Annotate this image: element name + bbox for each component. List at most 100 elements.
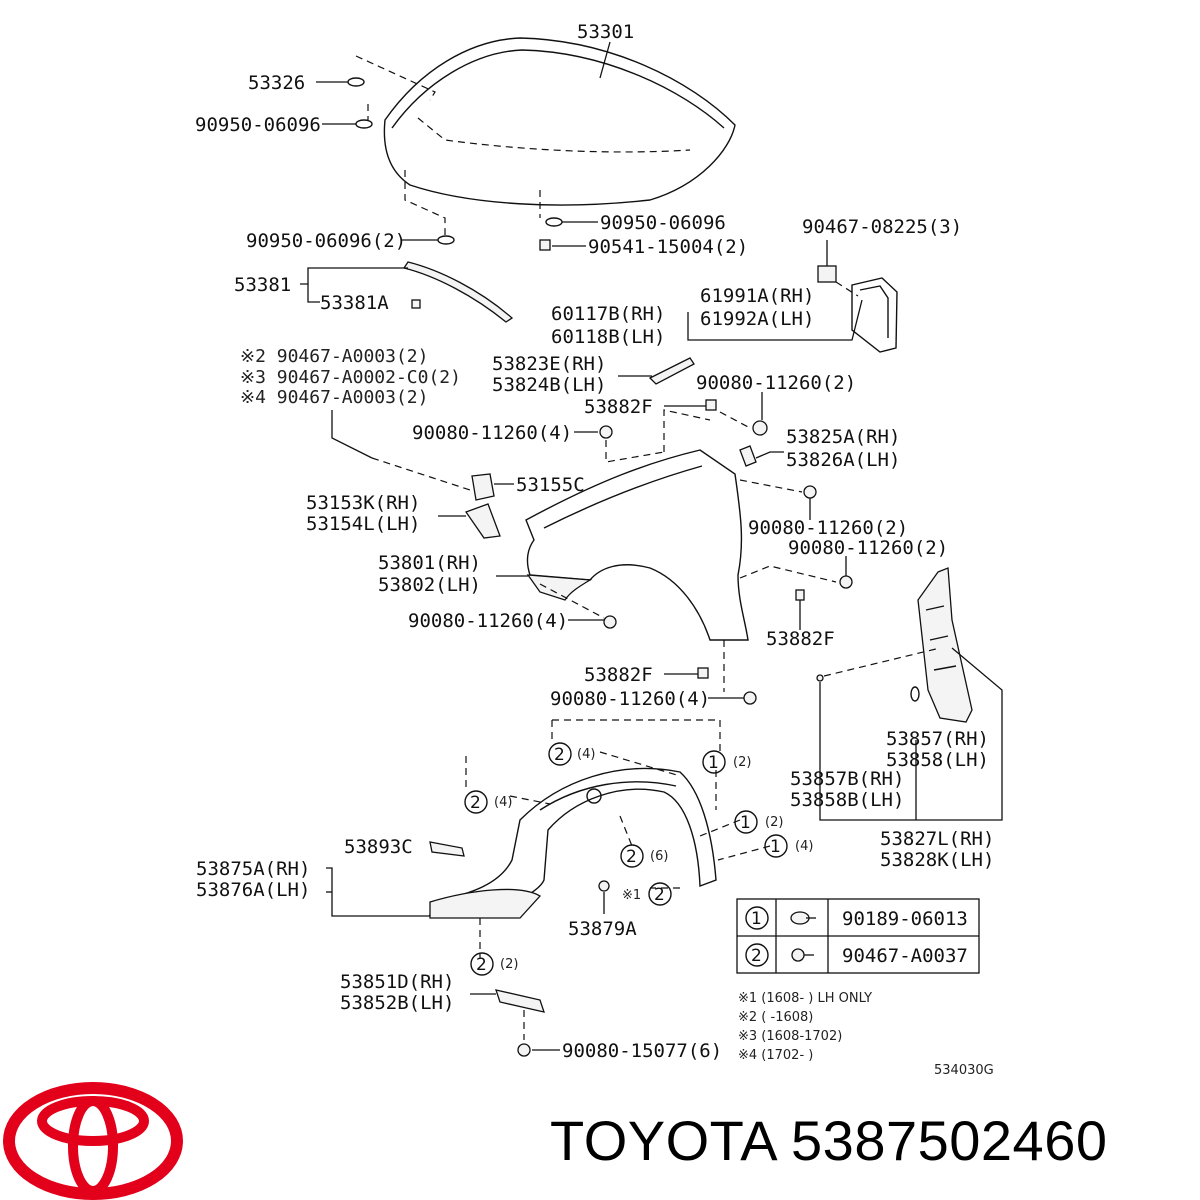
label-bolt-90080-f: 90080-11260(4) [550, 688, 710, 710]
label-bolt-90080-15077: 90080-15077(6) [562, 1040, 722, 1062]
front-fender [525, 449, 749, 641]
label-seal-53858b: 53858B(LH) [790, 789, 904, 811]
hood-panel [383, 37, 736, 206]
footnote-1: ※1 (1608- ) LH ONLY [738, 991, 872, 1006]
clip-53882f-a [705, 399, 717, 411]
footnote-4: ※4 (1702- ) [738, 1048, 813, 1063]
fender-seal-top-right [817, 265, 898, 353]
bolt-right-mid [803, 485, 817, 499]
svg-text:2: 2 [626, 847, 637, 867]
legend-row-2: 2 90467-A0037 [745, 943, 968, 967]
svg-text:(4): (4) [577, 747, 595, 762]
screw-53879a [598, 880, 610, 892]
label-fender-53802: 53802(LH) [378, 574, 481, 596]
label-note-4: ※4 90467-A0003(2) [240, 387, 428, 408]
bolt-lower-left [603, 615, 617, 629]
bracket-53825a [739, 445, 757, 467]
toyota-logo [3, 1082, 183, 1200]
label-brkt-53825a: 53825A(RH) [786, 426, 900, 448]
label-bolt-90080-e: 90080-11260(4) [408, 610, 568, 632]
callout-2-b: 2 (4) [464, 790, 512, 814]
svg-text:1: 1 [708, 753, 719, 773]
svg-text:2: 2 [654, 885, 665, 905]
fender-liner [428, 767, 717, 919]
label-liner-53879a: 53879A [568, 918, 637, 940]
bolt-90080-15077 [517, 1043, 531, 1057]
svg-text:1: 1 [770, 837, 781, 857]
bracket-53153k [464, 503, 501, 539]
label-seal-53828k: 53828K(LH) [880, 849, 994, 871]
label-seal-53381a: 53381A [320, 292, 389, 314]
hood-cushion-group [316, 55, 598, 251]
legend-part-1: 90189-06013 [842, 908, 968, 930]
bolt-right-lower [839, 575, 853, 589]
diagram-code: 534030G [934, 1063, 994, 1078]
label-shield-53851d: 53851D(RH) [340, 971, 454, 993]
callout-2-d: ※1 2 [622, 882, 672, 906]
svg-text:2: 2 [470, 793, 481, 813]
brand-part-number: TOYOTA 5387502460 [550, 1109, 1108, 1172]
svg-text:1: 1 [740, 813, 751, 833]
label-shield-53852b: 53852B(LH) [340, 992, 454, 1014]
bolt-left-top [599, 425, 613, 439]
hood-seal-strip [402, 261, 514, 323]
label-seal-60117b: 60117B(RH) [551, 303, 665, 325]
label-bolt-90080-c: 90080-11260(2) [748, 517, 908, 539]
label-liner-53893c: 53893C [344, 836, 413, 858]
label-clip-53882f-b: 53882F [766, 628, 835, 650]
screw-icon [791, 948, 814, 962]
svg-text:(2): (2) [765, 815, 783, 830]
label-seal-61991a: 61991A(RH) [700, 285, 814, 307]
label-hood-cushion: 53326 [248, 72, 305, 94]
clip-53882f-c [697, 667, 709, 679]
bracket-53155c [471, 473, 495, 501]
svg-text:(2): (2) [733, 755, 751, 770]
svg-text:(6): (6) [650, 849, 668, 864]
label-brkt-53153k: 53153K(RH) [306, 492, 420, 514]
label-seal-53823e: 53823E(RH) [492, 353, 606, 375]
svg-text:(2): (2) [500, 957, 518, 972]
legend-part-2: 90467-A0037 [842, 945, 968, 967]
label-bolt-90080-d: 90080-11260(2) [788, 537, 948, 559]
fender-seal-right [816, 567, 973, 723]
label-bolt-90080-a: 90080-11260(2) [696, 372, 856, 394]
svg-text:2: 2 [554, 745, 565, 765]
svg-text:(4): (4) [494, 795, 512, 810]
clip-53893c [429, 841, 465, 857]
svg-text:(4): (4) [795, 839, 813, 854]
label-brkt-53154l: 53154L(LH) [306, 513, 420, 535]
footnote-3: ※3 (1608-1702) [738, 1029, 842, 1044]
clip-icon [790, 911, 816, 925]
label-note-2: ※2 90467-A0003(2) [240, 346, 428, 367]
label-hood-cushion-4: 90950-06096(2) [246, 230, 406, 252]
clip-53882f-b [795, 589, 805, 601]
legend-row-1: 1 90189-06013 [745, 906, 968, 930]
label-seal-61992a: 61992A(LH) [700, 308, 814, 330]
svg-text:2: 2 [751, 946, 762, 966]
label-fender-53801: 53801(RH) [378, 552, 481, 574]
legend-table: 1 90189-06013 2 90467-A0037 [736, 898, 980, 974]
label-clip-top-right: 90467-08225(3) [802, 216, 962, 238]
label-seal-53827l: 53827L(RH) [880, 828, 994, 850]
callout-2-c: 2 (6) [620, 844, 668, 868]
label-seal-53857b: 53857B(RH) [790, 768, 904, 790]
label-hood-clip: 90541-15004(2) [588, 236, 748, 258]
label-brkt-53155c: 53155C [516, 474, 585, 496]
label-hood: 53301 [577, 21, 634, 43]
label-clip-53882f-a: 53882F [584, 396, 653, 418]
bolt-top-right [752, 420, 768, 436]
label-brkt-53826a: 53826A(LH) [786, 449, 900, 471]
label-seal-53381: 53381 [234, 274, 291, 296]
label-liner-53876a: 53876A(LH) [196, 879, 310, 901]
bolt-lower-center [743, 691, 757, 705]
label-seal-53857: 53857(RH) [886, 728, 989, 750]
footnote-2: ※2 ( -1608) [738, 1010, 813, 1025]
label-hood-cushion-3: 90950-06096 [600, 212, 726, 234]
label-hood-cushion-2: 90950-06096 [195, 114, 321, 136]
svg-text:1: 1 [751, 909, 762, 929]
callout-1-a: 1 (2) [702, 750, 751, 774]
label-bolt-90080-b: 90080-11260(4) [412, 422, 572, 444]
label-seal-53858: 53858(LH) [886, 749, 989, 771]
label-clip-53882f-c: 53882F [584, 664, 653, 686]
